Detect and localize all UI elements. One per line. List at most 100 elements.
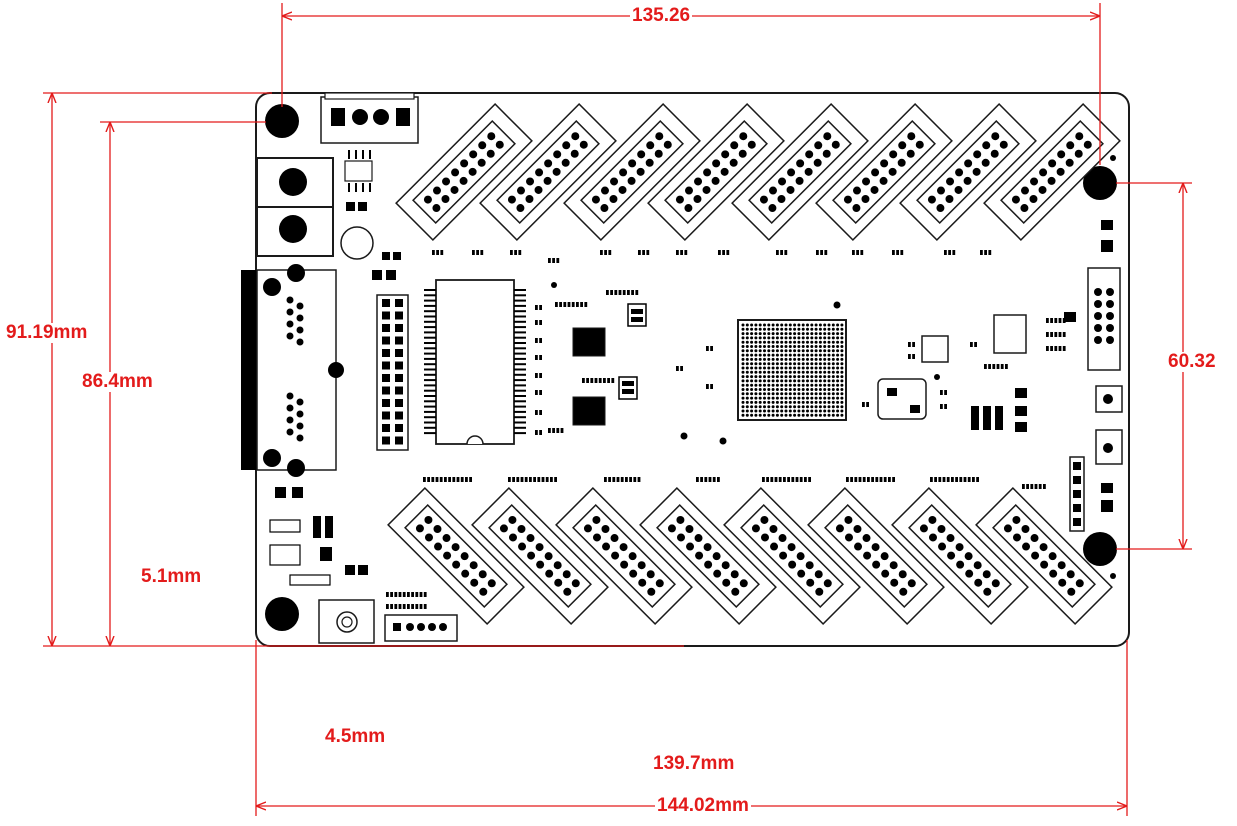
bga-ball <box>754 409 758 413</box>
connector-pin <box>991 132 1000 141</box>
bga-ball <box>823 353 827 357</box>
connector-pin <box>928 533 937 542</box>
bga-ball <box>818 413 822 417</box>
bga-ball <box>827 353 831 357</box>
smd-pad <box>618 290 622 295</box>
connector-pin <box>982 141 991 150</box>
bga-ball <box>840 396 844 400</box>
bga-ball <box>745 327 749 331</box>
connector-pin <box>1038 185 1047 194</box>
connector-pin <box>945 195 954 204</box>
connector-pin <box>676 533 685 542</box>
bga-ball <box>780 362 784 366</box>
bga-ball <box>823 332 827 336</box>
connector-pin <box>823 579 832 588</box>
bga-ball <box>775 375 779 379</box>
smd-pad <box>612 477 616 482</box>
bga-ball <box>793 332 797 336</box>
bga-ball <box>763 370 766 374</box>
connector-pin <box>788 560 797 569</box>
bga-ball <box>836 357 840 361</box>
smd-pad <box>867 477 870 482</box>
bga-ball <box>758 392 762 396</box>
connector-pin <box>1039 168 1048 177</box>
connector-pin <box>973 561 982 570</box>
bga-ball <box>814 413 818 417</box>
connector-pin <box>991 579 1000 588</box>
smd-pad <box>598 378 602 383</box>
connector-pin <box>663 140 672 149</box>
connector-pin <box>629 569 638 578</box>
bga-ball <box>775 409 779 413</box>
bga-ball <box>771 340 775 344</box>
smd-pad <box>608 477 611 482</box>
smd-pad <box>456 477 460 482</box>
bga-ball <box>814 388 818 391</box>
bga-ball <box>741 396 745 400</box>
connector-pin <box>601 524 610 533</box>
bga-ball <box>831 383 835 387</box>
bga-ball <box>801 357 805 361</box>
connector-pin <box>592 533 601 542</box>
smd-pad <box>1062 346 1066 351</box>
smd-pad <box>944 250 947 255</box>
bga-ball <box>823 323 827 327</box>
bga-ball <box>840 323 844 327</box>
connector-pin <box>516 186 525 195</box>
connector-pin <box>779 551 788 560</box>
bga-ball <box>745 400 749 404</box>
connector-pin <box>434 542 443 551</box>
bga-ball <box>810 353 814 357</box>
bga-ball <box>780 370 784 374</box>
bga-ball <box>797 332 801 336</box>
bga-ball <box>818 362 822 366</box>
smd-pad <box>436 250 439 255</box>
connector-pin <box>487 579 496 588</box>
bga-ball <box>788 353 792 357</box>
bga-ball <box>780 345 784 348</box>
connector-pin <box>806 578 815 587</box>
bga-ball <box>818 392 822 396</box>
connector-pin <box>770 542 779 551</box>
bga-ball <box>793 366 797 370</box>
smd-pad <box>1062 332 1066 337</box>
connector-pin <box>1074 149 1083 158</box>
bga-ball <box>750 396 754 400</box>
connector-pin <box>461 569 470 578</box>
connector-pin <box>871 543 880 552</box>
bga-ball <box>810 405 814 409</box>
bottom-connector <box>975 487 1113 625</box>
bga-ball <box>831 340 835 344</box>
smd-pad <box>846 477 849 482</box>
bga-ball <box>754 323 758 327</box>
smd-pad <box>710 384 713 389</box>
bga-ball <box>745 383 749 387</box>
bga-ball <box>745 409 749 413</box>
smd-pad <box>465 477 468 482</box>
connector-pin <box>831 140 840 149</box>
bga-ball <box>767 370 771 374</box>
bga-ball <box>771 400 775 404</box>
smd-pad <box>539 355 542 360</box>
connector-pin <box>684 186 693 195</box>
smd-pad <box>1046 332 1049 337</box>
bga-ball <box>823 345 827 348</box>
connector-pin <box>861 195 870 204</box>
bga-ball <box>818 375 822 379</box>
connector-pin <box>871 168 880 177</box>
bga-ball <box>771 392 775 396</box>
connector-pin <box>1020 204 1029 213</box>
bga-ball <box>810 332 814 336</box>
connector-pin <box>862 534 871 543</box>
smd-pad <box>472 250 475 255</box>
bga-ball <box>806 379 809 383</box>
connector-pin <box>552 167 561 176</box>
smd-pad <box>770 477 774 482</box>
bga-ball <box>827 327 831 331</box>
connector-pin <box>517 524 526 533</box>
bga-ball <box>758 323 762 327</box>
bga-ball <box>818 336 822 340</box>
connector-pin <box>1049 569 1058 578</box>
bga-ball <box>827 392 831 396</box>
